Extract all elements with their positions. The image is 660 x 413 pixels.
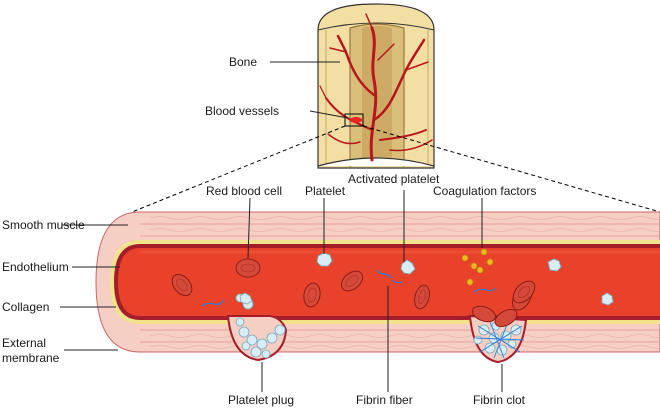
label-external-line1: External: [2, 336, 46, 350]
label-bone: Bone: [229, 55, 257, 69]
zoom-line-right: [362, 125, 660, 213]
label-collagen: Collagen: [2, 300, 49, 314]
label-smooth-muscle: Smooth muscle: [2, 218, 85, 232]
label-endothelium: Endothelium: [2, 260, 69, 274]
bone-blood-vessels: [319, 13, 433, 162]
label-fibrin-clot: Fibrin clot: [473, 393, 526, 407]
zoom-box: [344, 113, 364, 127]
label-coagulation-factors: Coagulation factors: [433, 184, 536, 198]
leader-lines: [60, 61, 503, 392]
platelets: [239, 252, 614, 306]
label-platelet-plug: Platelet plug: [228, 393, 294, 407]
label-external-line2: membrane: [2, 351, 60, 365]
fibrin-fibers: [201, 269, 497, 307]
label-red-blood-cell: Red blood cell: [206, 184, 282, 198]
zoom-line-left: [131, 125, 346, 213]
coagulation-factors: [461, 248, 494, 286]
label-platelet: Platelet: [305, 184, 346, 198]
label-blood-vessels: Blood vessels: [205, 104, 279, 118]
label-activated-platelet: Activated platelet: [348, 172, 440, 186]
label-fibrin-fiber: Fibrin fiber: [356, 393, 413, 407]
